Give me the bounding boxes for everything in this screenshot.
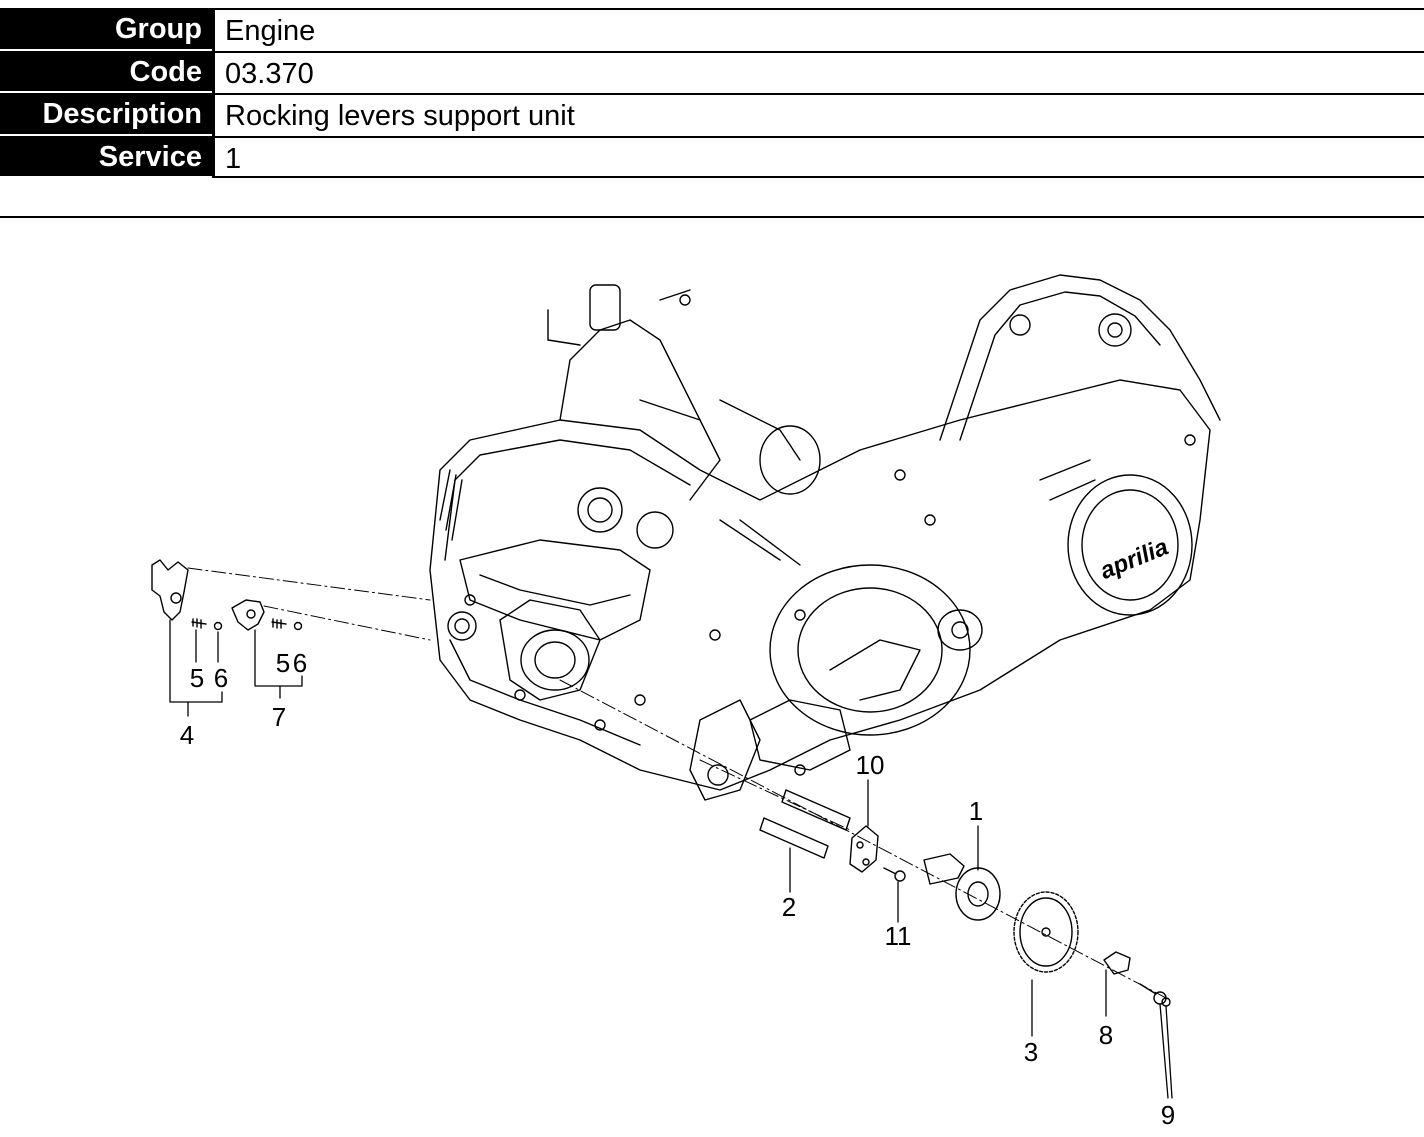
header-row-description: Description Rocking levers support unit <box>0 93 1424 136</box>
camshaft-part-1 <box>923 853 1001 921</box>
callout-5b: 5 <box>276 648 290 678</box>
header-value-service: 1 <box>212 135 1424 178</box>
header-key-group: Group <box>0 8 212 51</box>
adjuster-screw-part-5b <box>271 618 287 629</box>
callout-10: 10 <box>856 750 885 780</box>
callout-7: 7 <box>272 702 286 732</box>
header-divider <box>0 216 1424 218</box>
aprilia-logo: aprilia <box>1096 533 1172 585</box>
callout-3: 3 <box>1024 1037 1038 1067</box>
callout-numbers: 1 2 3 4 5 6 5 6 7 8 9 10 11 <box>180 648 1175 1130</box>
header-row-group: Group Engine <box>0 8 1424 51</box>
timing-sprocket-part-3 <box>1013 891 1079 973</box>
engine-assembly-illustration: aprilia <box>429 274 1221 801</box>
rocker-lever-part-7 <box>231 599 265 631</box>
callout-1: 1 <box>969 796 983 826</box>
retaining-plate-part-10 <box>849 825 879 873</box>
callout-11: 11 <box>885 921 912 951</box>
header-row-service: Service 1 <box>0 135 1424 178</box>
header-row-code: Code 03.370 <box>0 50 1424 93</box>
leader-lines <box>169 619 1173 1099</box>
header-value-description: Rocking levers support unit <box>212 93 1424 136</box>
callout-9: 9 <box>1161 1100 1175 1130</box>
exploded-parts-diagram: aprilia <box>151 274 1221 1130</box>
rocker-pin-part-2-lower <box>759 817 829 859</box>
callout-8: 8 <box>1099 1020 1113 1050</box>
callout-6b: 6 <box>293 648 307 678</box>
callout-2: 2 <box>782 892 796 922</box>
adjuster-screw-part-5a <box>191 618 207 629</box>
header-key-description: Description <box>0 93 212 136</box>
callout-5a: 5 <box>190 663 204 693</box>
nut-part-6b <box>293 621 303 631</box>
exploded-parts <box>151 559 1171 1007</box>
header-key-code: Code <box>0 50 212 93</box>
screw-part-11 <box>883 867 897 875</box>
nut-part-6a <box>213 621 223 631</box>
washer-part-8 <box>1103 951 1131 975</box>
header-value-group: Engine <box>212 8 1424 51</box>
callout-4: 4 <box>180 720 194 750</box>
header-value-code: 03.370 <box>212 50 1424 93</box>
rocker-lever-part-4 <box>151 559 189 621</box>
assembly-alignment-lines <box>187 567 1171 1001</box>
callout-6a: 6 <box>214 663 228 693</box>
rocker-pin-part-2-upper <box>781 789 851 831</box>
parts-header-table: Group Engine Code 03.370 Description Roc… <box>0 8 1424 178</box>
header-key-service: Service <box>0 135 212 178</box>
